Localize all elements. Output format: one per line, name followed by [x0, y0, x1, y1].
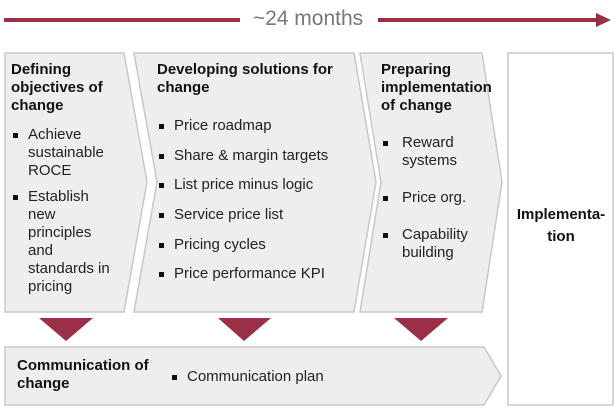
phase1-chevron [4, 52, 148, 313]
phase2-bullet: Share & margin targets [157, 147, 353, 165]
implementation-title: Implementa- tion [508, 204, 614, 248]
phase2-bullet-list: Price roadmap Share & margin targets Lis… [157, 117, 353, 283]
phase1-bullet: Establish new principles and standards i… [11, 188, 126, 296]
communication-bullet: Communication plan [170, 368, 324, 386]
phase1-title: Defining objectives of change [11, 61, 103, 114]
phase2-bullet: Price roadmap [157, 117, 353, 135]
phase3-chevron [359, 52, 503, 313]
timeline-label: ~24 months [242, 6, 374, 32]
phase3-bullet: Price org. [381, 189, 481, 207]
phase2-title: Developing solutions for change [157, 61, 333, 96]
phase2-down-triangle [218, 318, 271, 341]
implementation-title-text: Implementa- tion [516, 206, 606, 245]
phase3-bullet: Reward systems [381, 134, 481, 170]
phase3-content: Preparing implementation of change Rewar… [381, 61, 492, 262]
communication-arrow [4, 346, 502, 406]
phase1-bullet-list: Achieve sustainable ROCE Establish new p… [11, 126, 126, 296]
phase1-content: Defining objectives of change Achieve su… [11, 61, 126, 296]
phase2-bullet: Pricing cycles [157, 236, 353, 254]
phase2-bullet: List price minus logic [157, 176, 353, 194]
implementation-box [507, 52, 614, 406]
communication-title: Communication of change [17, 357, 149, 392]
phase3-bullet: Capability building [381, 226, 481, 262]
phase2-bullet: Price performance KPI [157, 265, 353, 283]
communication-bullet-list: Communication plan [170, 368, 324, 386]
phase3-bullet-list: Reward systems Price org. Capability bui… [381, 134, 481, 262]
phase3-down-triangle [394, 318, 448, 341]
phase2-bullet: Service price list [157, 206, 353, 224]
phase1-down-triangle [39, 318, 93, 341]
phase2-chevron [133, 52, 377, 313]
phase1-bullet: Achieve sustainable ROCE [11, 126, 126, 180]
phase3-title: Preparing implementation of change [381, 61, 492, 114]
timeline-arrowhead [596, 13, 611, 27]
phase2-content: Developing solutions for change Price ro… [157, 61, 353, 283]
